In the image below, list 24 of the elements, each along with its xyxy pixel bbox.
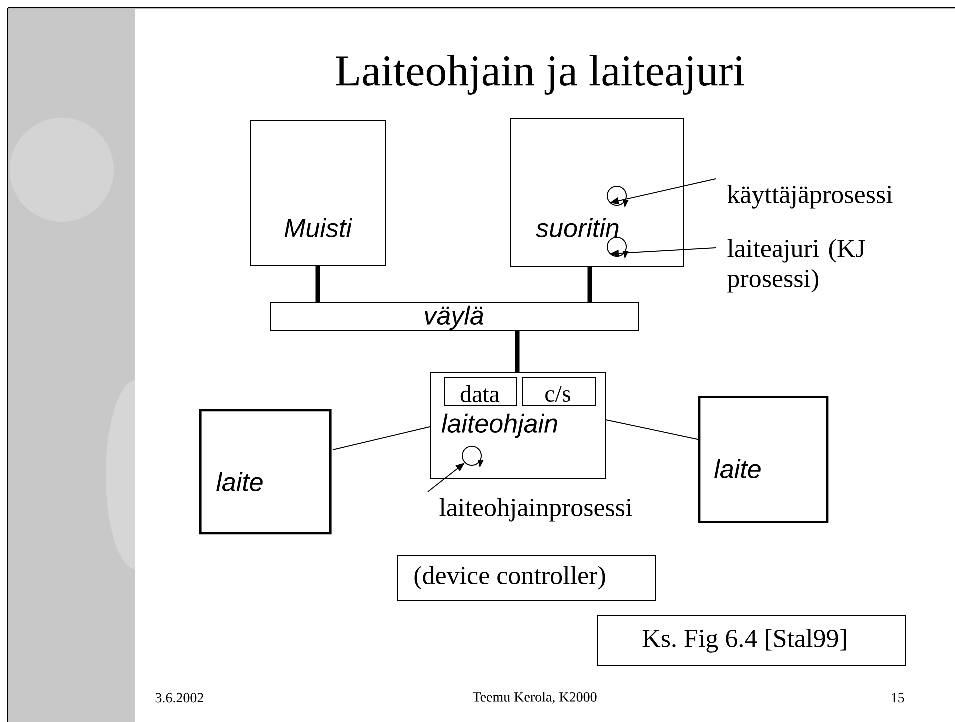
- connector-line: [588, 267, 592, 302]
- bus-bar: väylä: [270, 302, 639, 331]
- annotation-text: laiteohjainprosessi: [440, 498, 632, 522]
- slide-title: Laiteohjain ja laiteajuri: [336, 55, 745, 95]
- footer-text: 15: [892, 693, 904, 703]
- note-box: Ks. Fig 6.4 [Stal99]: [597, 615, 906, 666]
- annotation-text: käyttäjäprosessi: [728, 185, 893, 209]
- connector-line: [316, 266, 320, 302]
- connector-line: [332, 426, 430, 450]
- register-box: c/s: [522, 377, 596, 406]
- process-loop-icon: [462, 446, 484, 468]
- process-loop-icon: [607, 237, 629, 259]
- footer-text: 3.6.2002: [156, 693, 204, 703]
- device-cylinder: laite: [698, 396, 829, 524]
- footer-text: Teemu Kerola, K2000: [472, 692, 597, 704]
- memory-box: Muisti: [250, 120, 386, 266]
- connector-line: [515, 331, 520, 372]
- register-box: data: [444, 377, 517, 406]
- process-loop-icon: [607, 186, 629, 208]
- annotation-text: laiteajuri (KJ prosessi): [728, 239, 866, 293]
- note-box: (device controller): [397, 555, 656, 601]
- connector-line: [606, 420, 700, 440]
- device-cylinder: laite: [199, 409, 332, 535]
- processor-box: suoritin: [510, 118, 684, 267]
